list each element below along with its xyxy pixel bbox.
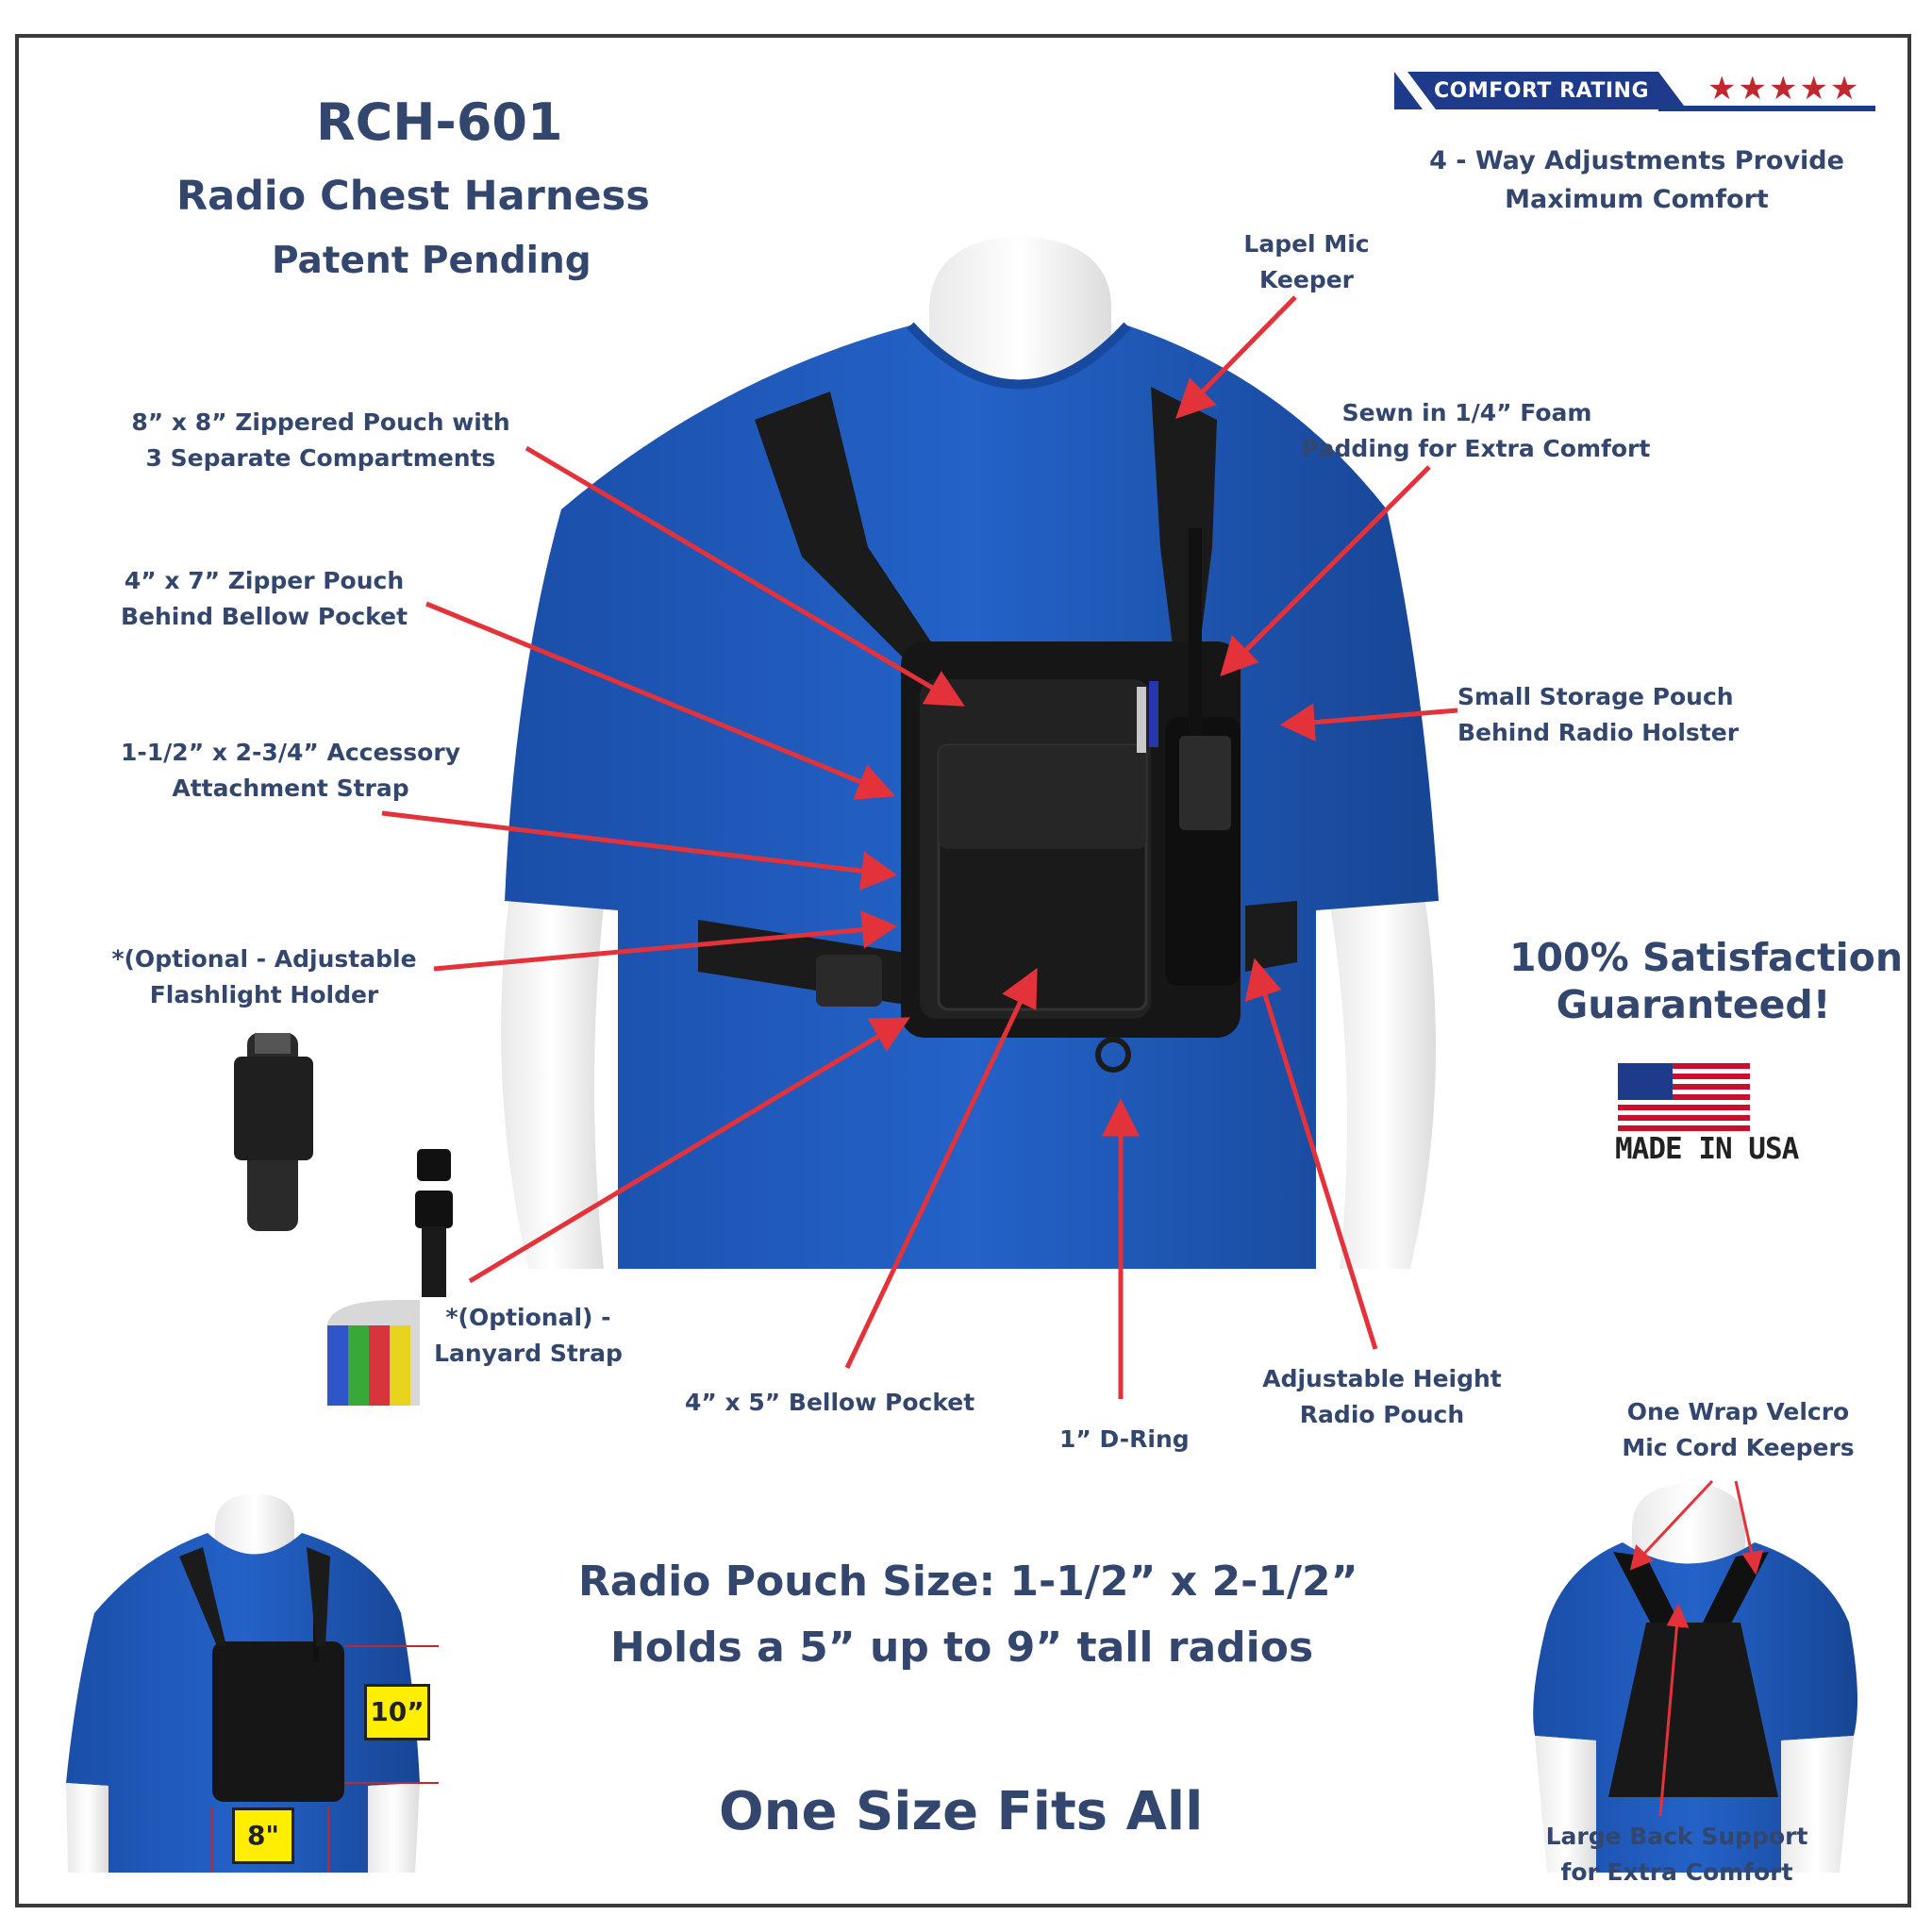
american-flag-icon — [1618, 1063, 1750, 1131]
one-size-fits-all: One Size Fits All — [719, 1781, 1204, 1842]
flashlight-holder-image — [234, 1033, 313, 1231]
main-mannequin — [501, 236, 1439, 1269]
arrow-lanyard — [468, 1017, 910, 1284]
made-in-usa-label: MADE IN USA — [1615, 1132, 1799, 1166]
satisfaction-guarantee: 100% Satisfaction Guaranteed! — [1509, 935, 1904, 1027]
arrow-lapel-mic — [1174, 295, 1297, 420]
arrow-foam — [1220, 465, 1431, 677]
patent-status: Patent Pending — [272, 240, 591, 282]
arrow-bellow — [844, 967, 1038, 1370]
width-dimension-label: 8" — [232, 1807, 294, 1864]
arrow-zipper-small — [425, 601, 896, 800]
arrow-velcro — [1629, 1479, 1764, 1575]
radio-pouch-size: Radio Pouch Size: 1-1/2” x 2-1/2” — [578, 1557, 1358, 1606]
adjustments-note: 4 - Way Adjustments Provide Maximum Comf… — [1429, 146, 1844, 214]
arrow-storage — [1279, 703, 1458, 742]
sizing-mannequin — [66, 1493, 439, 1873]
comfort-rating-label: COMFORT RATING — [1434, 79, 1650, 103]
back-view-mannequin — [1533, 1483, 1857, 1873]
height-dimension-label: 10” — [364, 1684, 430, 1740]
arrow-height — [1244, 958, 1378, 1350]
arrow-zip-pouch — [525, 445, 965, 707]
arrow-strap — [381, 810, 898, 891]
callout-bellow-pocket: 4” x 5” Bellow Pocket — [685, 1389, 975, 1416]
callout-lanyard-strap: *(Optional) -Lanyard Strap — [434, 1304, 623, 1367]
arrow-back-support — [1658, 1603, 1690, 1817]
callout-arrows — [381, 295, 1764, 1817]
product-name: Radio Chest Harness — [176, 173, 650, 220]
callout-d-ring: 1” D-Ring — [1059, 1425, 1190, 1453]
arrow-dring — [1101, 1098, 1141, 1399]
radio-height-range: Holds a 5” up to 9” tall radios — [610, 1624, 1314, 1672]
page-border — [15, 34, 1911, 1907]
five-star-icon: ★★★★★ — [1707, 70, 1861, 108]
arrow-flashlight — [433, 910, 898, 972]
model-number: RCH-601 — [316, 92, 563, 152]
lanyard-strap-image — [327, 1149, 453, 1406]
comfort-rating-badge — [1394, 72, 1875, 111]
